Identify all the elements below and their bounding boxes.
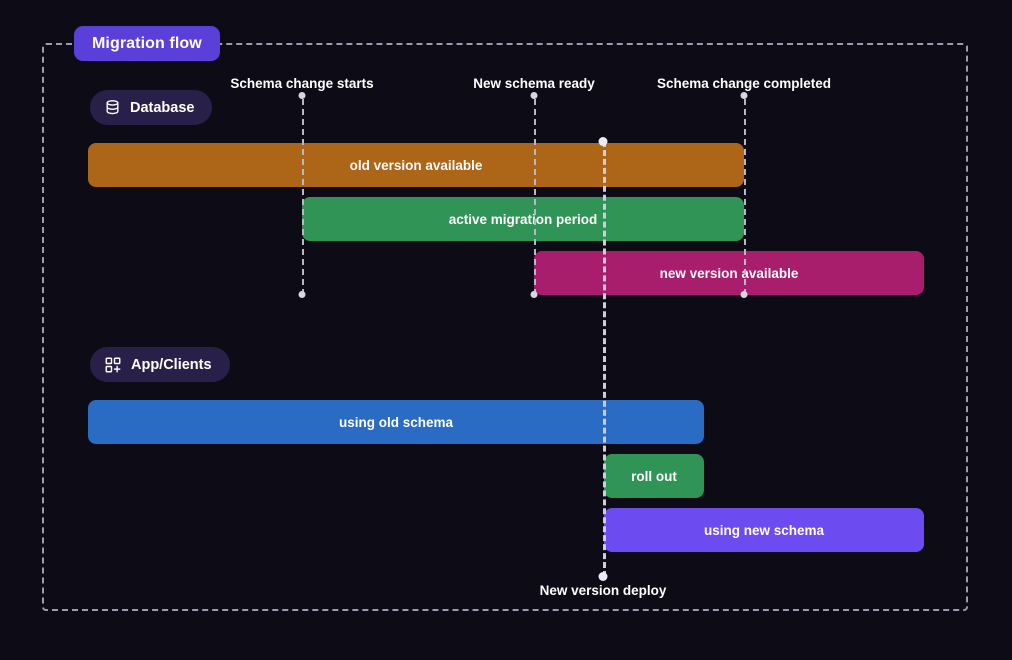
lane-label-appclients: App/Clients (131, 356, 212, 373)
timeline-marker-label-1: New schema ready (473, 76, 595, 91)
timeline-marker-dot-bottom-0 (298, 291, 306, 298)
gantt-bar-label-using-new-schema: using new schema (703, 522, 825, 538)
timeline-marker-line-2 (744, 99, 746, 295)
lane-badge-appclients: App/Clients (90, 347, 230, 382)
gantt-bar-new-version-available: new version available (534, 251, 924, 295)
diagram-title-label: Migration flow (92, 34, 202, 52)
diagram-title-badge: Migration flow (74, 26, 220, 61)
gantt-bar-using-new-schema: using new schema (604, 508, 924, 552)
lane-label-database: Database (130, 99, 195, 116)
timeline-marker-dot-top-1 (530, 92, 538, 99)
timeline-marker-dot-top-0 (298, 92, 306, 99)
timeline-marker-line-0 (302, 99, 304, 295)
gantt-bar-using-old-schema: using old schema (88, 400, 704, 444)
deploy-marker-dot-top (598, 137, 608, 146)
gantt-bar-label-old-version-available: old version available (349, 157, 483, 173)
timeline-marker-line-1 (534, 99, 536, 295)
timeline-marker-dot-bottom-2 (740, 291, 748, 298)
gantt-bar-label-using-old-schema: using old schema (338, 414, 454, 430)
diagram-outer-frame (42, 43, 968, 611)
timeline-marker-dot-top-2 (740, 92, 748, 99)
deploy-marker-label: New version deploy (539, 583, 667, 598)
timeline-marker-label-0: Schema change starts (230, 76, 374, 91)
timeline-marker-dot-bottom-1 (530, 291, 538, 298)
gantt-bar-roll-out: roll out (604, 454, 704, 498)
apps-grid-plus-icon (104, 356, 122, 374)
database-icon (104, 99, 121, 116)
gantt-bar-old-version-available: old version available (88, 143, 744, 187)
deploy-marker-line (603, 141, 606, 577)
gantt-bar-label-new-version-available: new version available (659, 265, 799, 281)
lane-badge-database: Database (90, 90, 213, 125)
timeline-marker-label-2: Schema change completed (656, 76, 832, 91)
gantt-bar-active-migration-period: active migration period (302, 197, 744, 241)
gantt-bar-label-active-migration-period: active migration period (448, 211, 598, 227)
gantt-bar-label-roll-out: roll out (631, 468, 677, 484)
deploy-marker-dot-bottom (598, 572, 608, 581)
